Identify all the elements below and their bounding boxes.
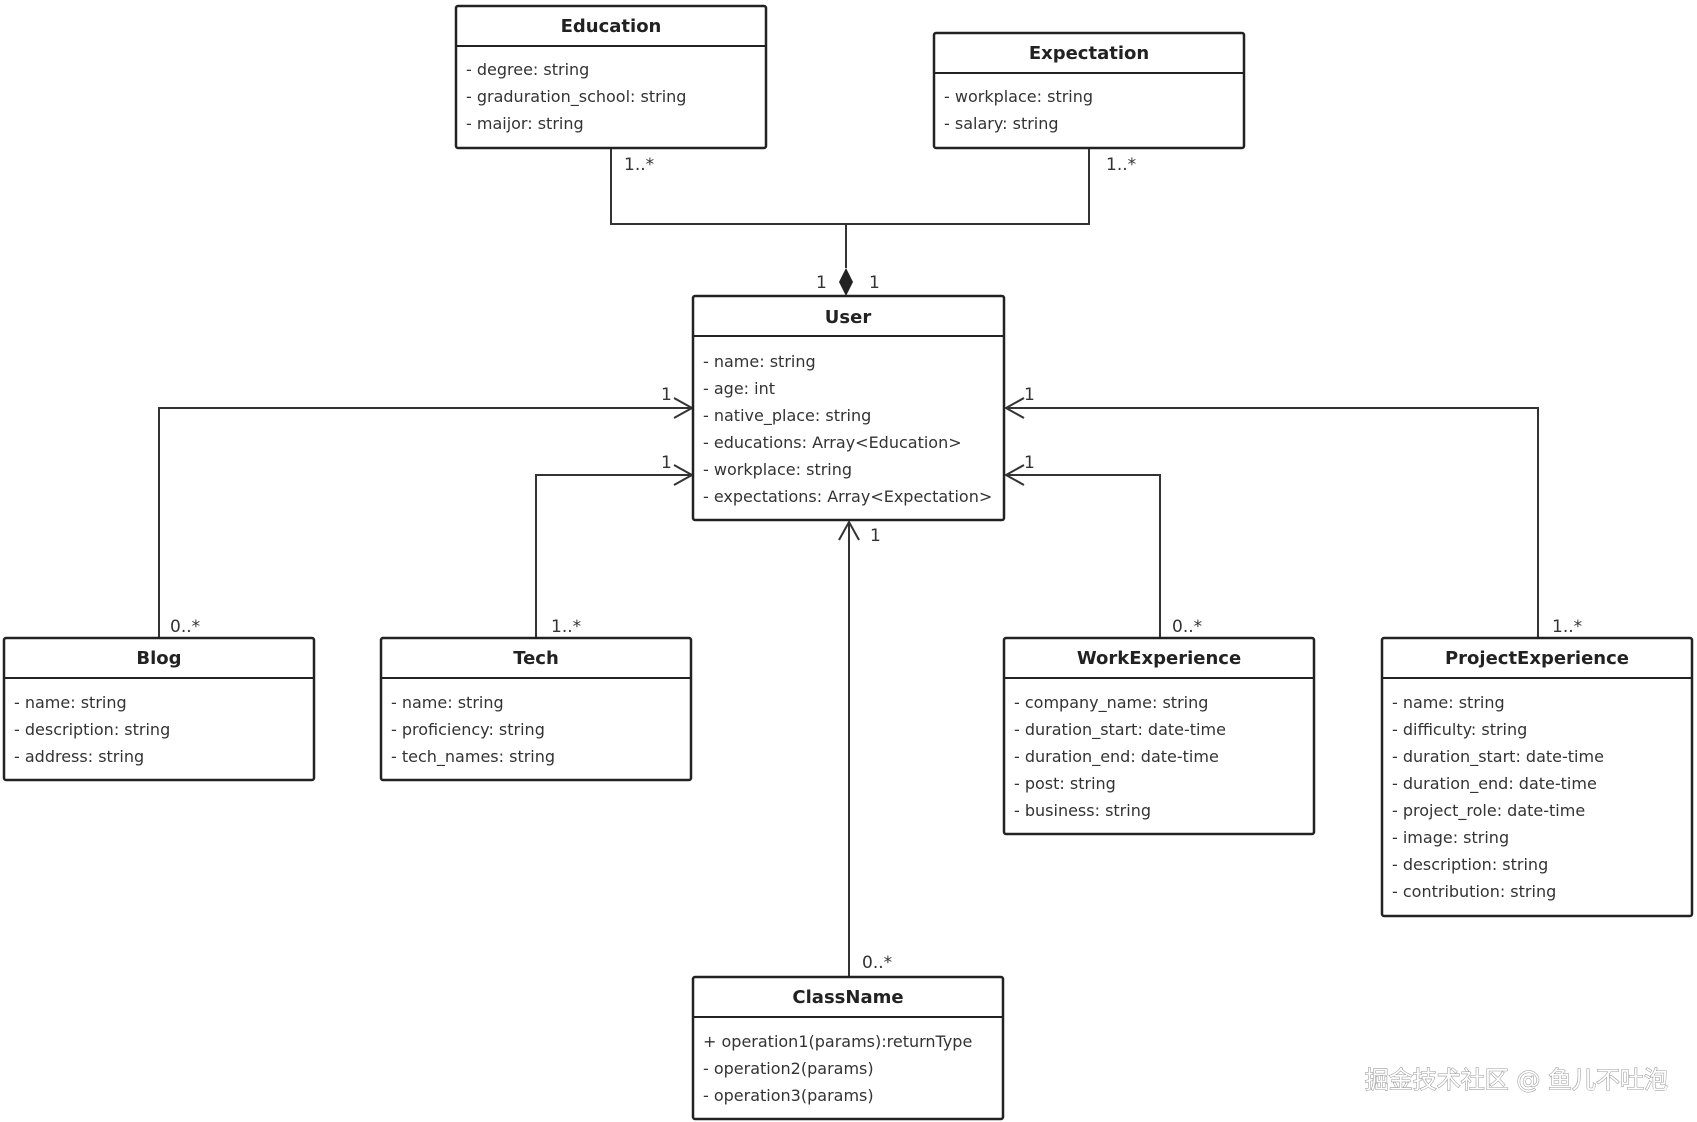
multiplicity-user-left: 1 (816, 273, 827, 293)
multiplicity-project-user: 1 (1024, 385, 1035, 405)
multiplicity-education: 1..* (624, 155, 654, 175)
multiplicity-tech: 1..* (551, 617, 581, 637)
class-work-experience[interactable]: WorkExperience - company_name: string - … (1002, 636, 1316, 836)
class-member: - maijor: string (466, 114, 584, 133)
class-member: - expectations: Array<Expectation> (703, 487, 992, 506)
class-member: - age: int (703, 379, 775, 398)
class-member: - post: string (1014, 774, 1116, 793)
connector-blog-user (158, 407, 692, 637)
class-member: - duration_end: date-time (1014, 747, 1219, 767)
class-member: - contribution: string (1392, 882, 1556, 901)
arrowhead-work-user (1003, 464, 1025, 486)
connector-tech-user (535, 474, 692, 637)
multiplicity-classname-user: 1 (870, 526, 881, 546)
class-member: - duration_start: date-time (1014, 720, 1226, 740)
class-expectation[interactable]: Expectation - workplace: string - salary… (932, 31, 1246, 150)
class-member: - workplace: string (703, 460, 852, 479)
class-member: - address: string (14, 747, 144, 766)
multiplicity-classname: 0..* (862, 953, 892, 973)
class-member: - native_place: string (703, 406, 871, 426)
class-member: - salary: string (944, 114, 1059, 133)
class-member: - name: string (703, 352, 816, 371)
connectors (158, 148, 1539, 976)
class-title: ProjectExperience (1445, 648, 1629, 669)
multiplicity-tech-user: 1 (661, 453, 672, 473)
connector-education-user (610, 148, 846, 225)
class-member: - duration_start: date-time (1392, 747, 1604, 767)
class-member: - difficulty: string (1392, 720, 1527, 739)
multiplicity-work-user: 1 (1024, 453, 1035, 473)
class-member: - project_role: date-time (1392, 801, 1585, 821)
watermark: 掘金技术社区 @ 鱼儿不吐泡 (1365, 1066, 1668, 1094)
multiplicity-work: 0..* (1172, 617, 1202, 637)
multiplicity-user-right: 1 (869, 273, 880, 293)
class-member: - operation2(params) (703, 1059, 874, 1078)
class-member: - description: string (1392, 855, 1548, 874)
multiplicity-labels: 1..* 1..* 1 1 1 0..* 1 1..* 1 0..* 1 1..… (170, 155, 1582, 973)
class-member: - company_name: string (1014, 693, 1208, 713)
class-title: User (825, 307, 872, 328)
class-member: - workplace: string (944, 87, 1093, 106)
class-member: - description: string (14, 720, 170, 739)
class-user[interactable]: User - name: string - age: int - native_… (691, 294, 1006, 522)
class-member: - duration_end: date-time (1392, 774, 1597, 794)
class-title: ClassName (792, 987, 903, 1008)
multiplicity-project: 1..* (1552, 617, 1582, 637)
connector-project-user (1006, 407, 1539, 637)
connector-expectation-user (846, 148, 1090, 225)
class-member: - name: string (1392, 693, 1505, 712)
class-title: Blog (136, 648, 181, 669)
class-education[interactable]: Education - degree: string - graduration… (454, 4, 768, 150)
class-member: - business: string (1014, 801, 1151, 820)
arrowhead-project-user (1003, 397, 1025, 419)
class-member: + operation1(params):returnType (703, 1032, 972, 1051)
class-member: - name: string (14, 693, 127, 712)
class-member: - operation3(params) (703, 1086, 874, 1105)
class-classname[interactable]: ClassName + operation1(params):returnTyp… (691, 975, 1005, 1121)
multiplicity-blog: 0..* (170, 617, 200, 637)
connector-work-user (1006, 474, 1161, 637)
class-member: - name: string (391, 693, 504, 712)
multiplicity-blog-user: 1 (661, 385, 672, 405)
class-member: - proficiency: string (391, 720, 545, 739)
class-member: - graduration_school: string (466, 87, 686, 107)
class-title: Education (561, 16, 662, 37)
class-project-experience[interactable]: ProjectExperience - name: string - diffi… (1380, 636, 1694, 918)
class-title: Tech (513, 648, 559, 669)
class-tech[interactable]: Tech - name: string - proficiency: strin… (379, 636, 693, 782)
class-title: Expectation (1029, 43, 1149, 64)
class-member: - educations: Array<Education> (703, 433, 962, 452)
composition-diamond (839, 268, 853, 296)
class-blog[interactable]: Blog - name: string - description: strin… (2, 636, 316, 782)
class-member: - image: string (1392, 828, 1509, 847)
class-member: - degree: string (466, 60, 589, 79)
arrowhead-classname-user (838, 519, 860, 541)
class-title: WorkExperience (1077, 648, 1241, 669)
class-member: - tech_names: string (391, 747, 555, 767)
multiplicity-expectation: 1..* (1106, 155, 1136, 175)
